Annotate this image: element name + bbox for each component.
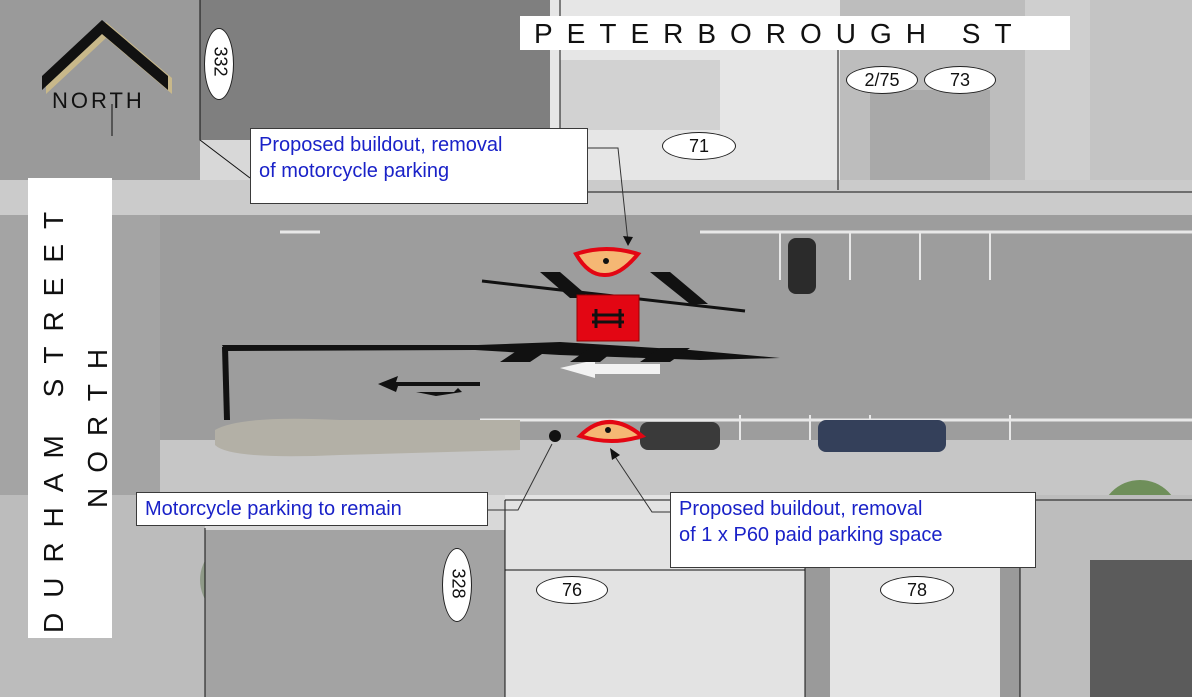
annotation-line: Proposed buildout, removal bbox=[679, 498, 923, 520]
property-number-76: 76 bbox=[536, 576, 608, 604]
motorcycle-parking-marker bbox=[549, 430, 561, 442]
street-label-durham-line1: DURHAM STREET bbox=[38, 196, 69, 633]
traffic-arrow-icon bbox=[378, 376, 480, 396]
street-label-peterborough: PETERBOROUGH ST bbox=[520, 16, 1070, 50]
property-number-2-75: 2/75 bbox=[846, 66, 918, 94]
property-number-73: 73 bbox=[924, 66, 996, 94]
annotation-line: of motorcycle parking bbox=[259, 160, 450, 182]
north-arrow-icon bbox=[42, 20, 172, 136]
annotation-line: Proposed buildout, removal bbox=[259, 134, 503, 156]
property-number-328: 328 bbox=[442, 548, 472, 622]
property-number-332: 332 bbox=[204, 28, 234, 100]
property-number-71: 71 bbox=[662, 132, 736, 160]
annotation-line: of 1 x P60 paid parking space bbox=[679, 524, 943, 546]
street-label-durham: DURHAM STREET NORTH bbox=[28, 178, 113, 638]
north-label: NORTH bbox=[52, 88, 145, 113]
property-number-78: 78 bbox=[880, 576, 954, 604]
buildout-south bbox=[576, 420, 647, 443]
annotation-buildout-north: Proposed buildout, removal of motorcycle… bbox=[250, 128, 588, 204]
street-label-durham-line2: NORTH bbox=[82, 333, 113, 508]
annotation-buildout-south: Proposed buildout, removal of 1 x P60 pa… bbox=[670, 492, 1036, 568]
annotation-motorcycle-remain: Motorcycle parking to remain bbox=[136, 492, 488, 526]
